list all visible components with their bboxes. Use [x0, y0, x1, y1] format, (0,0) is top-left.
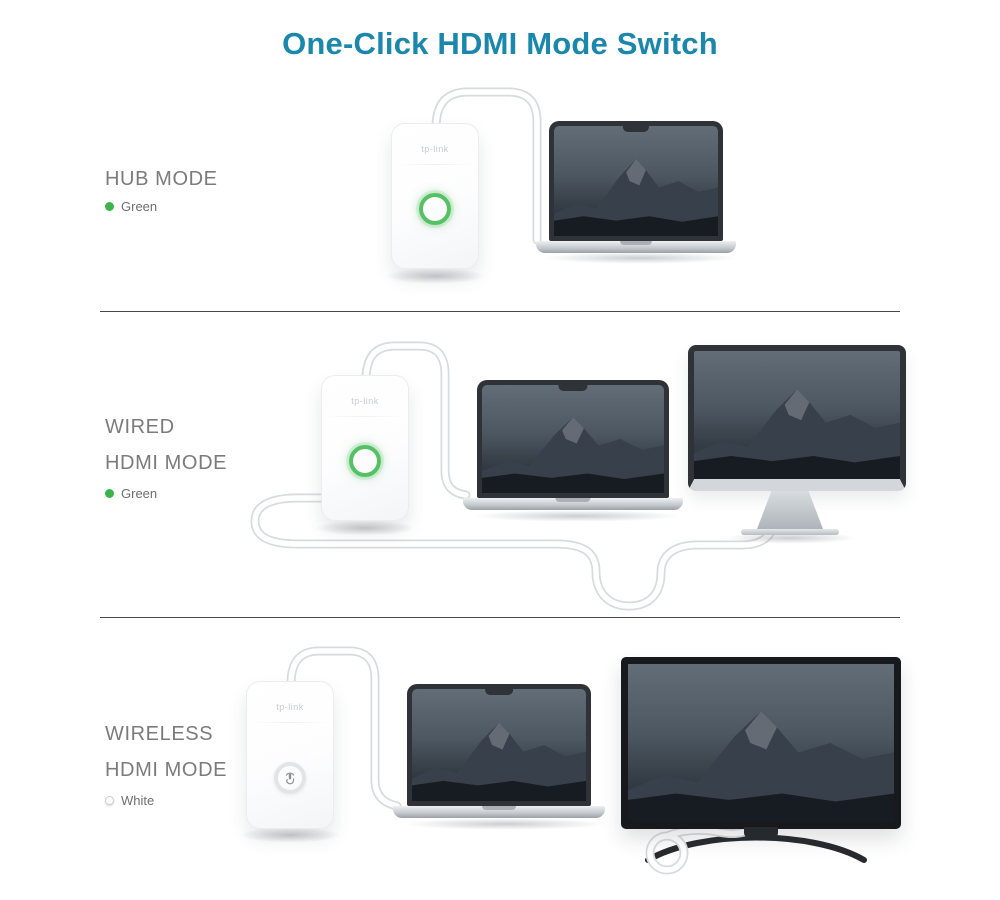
camera-notch [622, 126, 650, 132]
wired-led-indicator: Green [105, 486, 227, 501]
foreground-ridge [694, 455, 900, 479]
mountain-snow [488, 722, 510, 750]
device-seam [252, 722, 328, 723]
mountain-wallpaper [412, 689, 586, 801]
wireless-led-indicator: White [105, 793, 227, 808]
wireless-led-color-label: White [121, 793, 155, 808]
brand-logo: tp-link [351, 396, 379, 406]
tv-stand-legs [645, 834, 867, 863]
cable-cores [255, 92, 775, 873]
laptop-shadow [540, 252, 740, 264]
laptop-wireless [393, 684, 605, 818]
foreground-ridge [482, 473, 664, 493]
laptop-screen [407, 684, 591, 806]
hub-led-indicator: Green [105, 199, 218, 214]
camera-notch [485, 689, 513, 695]
wired-led-color-label: Green [121, 486, 158, 501]
brand-logo: tp-link [276, 702, 304, 712]
touch-finger-icon [285, 772, 295, 785]
hub-dongle-device: tp-link [391, 123, 479, 269]
monitor-base [741, 529, 839, 535]
wired-hdmi-mode-label: HDMI MODE [105, 452, 228, 474]
hub-mode-label: HUB MODE [105, 168, 218, 190]
laptop-base [393, 806, 605, 818]
page-title: One-Click HDMI Mode Switch [282, 26, 718, 61]
laptop-shadow [470, 510, 685, 522]
section-wireless-labels: WIRELESS HDMI MODE White [105, 724, 227, 808]
desktop-monitor [688, 345, 906, 535]
foreground-ridge [554, 216, 718, 236]
dongle-shadow [313, 520, 417, 536]
laptop-screen [477, 380, 669, 498]
section-divider-1 [100, 311, 900, 312]
camera-notch [558, 385, 588, 391]
tv-screen [621, 657, 901, 829]
mountain-wallpaper [694, 351, 900, 479]
tv-neck [744, 827, 778, 837]
led-ring-green [419, 192, 451, 225]
wired-label: WIRED [105, 416, 175, 438]
mountain-wallpaper [482, 385, 664, 493]
green-dot-icon [105, 489, 114, 498]
dongle-shadow [383, 268, 487, 284]
led-ring-white [274, 762, 306, 795]
laptop-hub [536, 121, 736, 253]
mountain-wallpaper [628, 664, 894, 822]
mountain-wallpaper [554, 126, 718, 236]
laptop-wired [463, 380, 683, 510]
green-dot-icon [105, 202, 114, 211]
section-wired-labels: WIRED HDMI MODE Green [105, 417, 227, 501]
monitor-shadow [722, 532, 858, 544]
brand-logo: tp-link [421, 144, 449, 154]
dongle-shadow [238, 827, 342, 843]
foreground-ridge [412, 780, 586, 801]
wireless-dongle-device: tp-link [246, 681, 334, 829]
led-ring-green [349, 444, 381, 477]
hub-led-color-label: Green [121, 199, 158, 214]
laptop-base [463, 498, 683, 510]
laptop-screen [549, 121, 723, 241]
laptop-shadow [400, 818, 610, 830]
mountain-snow [626, 159, 646, 186]
section-hub-labels: HUB MODE Green [105, 169, 218, 214]
wired-dongle-device: tp-link [321, 375, 409, 521]
laptop-base [536, 241, 736, 253]
section-divider-2 [100, 617, 900, 618]
white-dot-icon [105, 796, 114, 805]
wireless-hdmi-mode-label: HDMI MODE [105, 759, 228, 781]
monitor-screen [688, 345, 906, 491]
device-seam [327, 416, 403, 417]
wireless-label: WIRELESS [105, 723, 214, 745]
tv [621, 657, 901, 837]
device-seam [397, 164, 473, 165]
